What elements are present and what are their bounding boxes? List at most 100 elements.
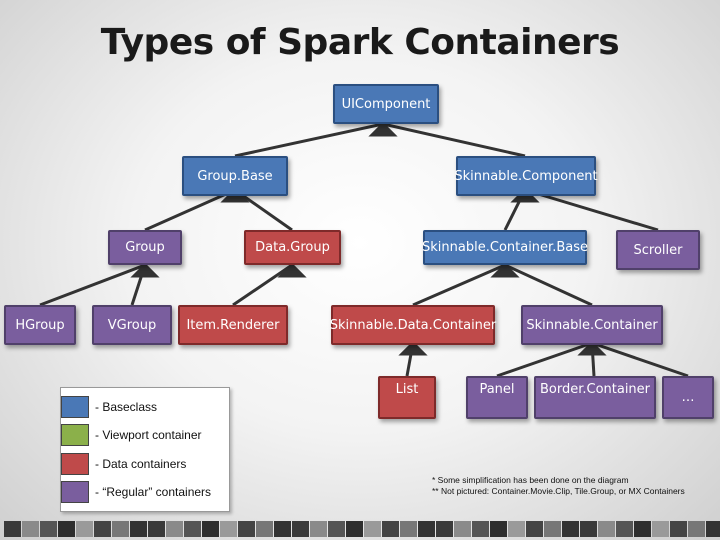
node-panel: Panel (466, 376, 528, 419)
footer-square (184, 521, 201, 537)
footer-square (688, 521, 705, 537)
node-skinnablecomponent: Skinnable.Component (454, 156, 598, 196)
footer-square (598, 521, 615, 537)
node-list: List (378, 376, 436, 419)
footer-square (4, 521, 21, 537)
legend-label: - Viewport container (95, 428, 202, 442)
node-skinnablecontainer: Skinnable.Container (521, 305, 663, 345)
legend-label: - Baseclass (95, 400, 158, 414)
node-label: VGroup (107, 317, 157, 333)
footer-square (400, 521, 417, 537)
arrowhead-datagroup (277, 262, 307, 278)
node-label: Item.Renderer (186, 317, 280, 333)
footer-square (328, 521, 345, 537)
footer-square (58, 521, 75, 537)
node-more: … (662, 376, 714, 419)
legend-swatch-baseclass (61, 396, 89, 418)
footer-square (40, 521, 57, 537)
footer-square (616, 521, 633, 537)
footer-square (436, 521, 453, 537)
footer-square (364, 521, 381, 537)
link-more-sc (591, 341, 689, 378)
footer-square (382, 521, 399, 537)
node-uicomponent: UIComponent (333, 84, 439, 124)
link-datagroup-groupbase (234, 188, 293, 232)
legend-swatch-viewport (61, 424, 89, 446)
footer-square (166, 521, 183, 537)
node-itemrenderer: Item.Renderer (178, 305, 288, 345)
node-label: Scroller (633, 242, 683, 258)
node-label: Skinnable.Component (454, 168, 598, 184)
footer-square (580, 521, 597, 537)
footer-square (544, 521, 561, 537)
node-label: List (395, 382, 419, 397)
link-groupbase-uicomponent (234, 122, 384, 158)
arrowhead-skinnablecontainer (577, 340, 607, 356)
footer-square (490, 521, 507, 537)
footer-square (76, 521, 93, 537)
footer-square (220, 521, 237, 537)
node-label: Skinnable.Container.Base (422, 240, 588, 255)
footnote-1: * Some simplification has been done on t… (432, 475, 629, 485)
footer-square (94, 521, 111, 537)
node-bordercontainer: Border.Container (534, 376, 656, 419)
node-skinnablecontainerbase: Skinnable.Container.Base (422, 230, 588, 265)
footer-square (148, 521, 165, 537)
node-label: Border.Container (539, 382, 651, 397)
node-label: Data.Group (255, 240, 330, 255)
footer-square (472, 521, 489, 537)
node-group: Group (108, 230, 182, 265)
node-datagroup: Data.Group (244, 230, 341, 265)
footer-square (706, 521, 720, 537)
arrowhead-skinnabledatacontainer (398, 340, 428, 356)
node-groupbase: Group.Base (182, 156, 288, 196)
footer-square (274, 521, 291, 537)
link-hgroup-group (39, 263, 146, 307)
node-skinnabledatacontainer: Skinnable.Data.Container (329, 305, 497, 345)
arrowhead-uicomponent (368, 121, 398, 137)
legend-label: - “Regular” containers (95, 485, 212, 499)
node-hgroup: HGroup (4, 305, 76, 345)
node-vgroup: VGroup (92, 305, 172, 345)
node-label: HGroup (15, 317, 65, 333)
footer-square (310, 521, 327, 537)
node-label: Group (125, 240, 165, 255)
legend-swatch-data (61, 453, 89, 475)
footer-square (670, 521, 687, 537)
page-title: Types of Spark Containers (100, 22, 620, 63)
footer-square (562, 521, 579, 537)
node-label: Panel (479, 382, 515, 397)
footer-square (202, 521, 219, 537)
footer-square (418, 521, 435, 537)
legend-swatch-regular (61, 481, 89, 503)
node-label: … (681, 390, 695, 405)
node-label: Group.Base (197, 168, 273, 184)
footer-square (634, 521, 651, 537)
node-label: Skinnable.Data.Container (329, 317, 497, 333)
legend: - Baseclass - Viewport container - Data … (60, 387, 230, 512)
footnote-2: ** Not pictured: Container.Movie.Clip, T… (432, 486, 685, 496)
footer-square (238, 521, 255, 537)
footer-square (652, 521, 669, 537)
node-label: UIComponent (341, 96, 431, 112)
footer-square (112, 521, 129, 537)
footer-square (130, 521, 147, 537)
node-label: Skinnable.Container (526, 317, 658, 333)
link-skinnablecomponent-uicomponent (382, 122, 526, 158)
footer-square (256, 521, 273, 537)
footer-square (292, 521, 309, 537)
footer-square (508, 521, 525, 537)
link-skinnablecontainer-scb (504, 263, 593, 307)
footer-square (346, 521, 363, 537)
arrowhead-group (130, 262, 160, 278)
link-group-groupbase (144, 188, 236, 232)
link-itemrenderer-datagroup (232, 263, 293, 307)
footer-square (454, 521, 471, 537)
arrowhead-skinnablecontainerbase (490, 262, 520, 278)
node-scroller: Scroller (616, 230, 700, 270)
link-panel-sc (496, 341, 593, 378)
link-skinnabledatacontainer-scb (412, 263, 506, 307)
legend-label: - Data containers (95, 457, 187, 471)
footer-decoration (0, 518, 720, 540)
